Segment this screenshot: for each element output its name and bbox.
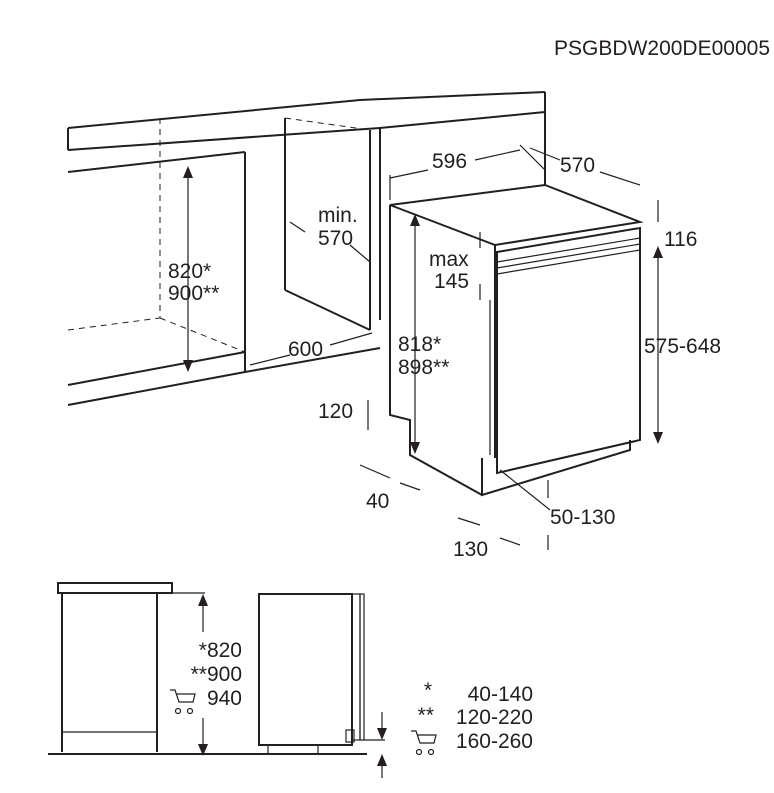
top-gap-label: 116 [664, 228, 697, 251]
side-view-cabinet [48, 582, 367, 756]
depth-label: 570 [560, 154, 595, 177]
door-height-label: 575-648 [644, 335, 721, 358]
side-view-dishwasher [258, 593, 387, 778]
plinth-range-mark-2: ** [418, 704, 434, 727]
product-code: PSGBDW200DE00005 [554, 37, 770, 60]
cabinet-right-panel [284, 117, 381, 331]
plinth-height-label: 120 [318, 400, 353, 423]
appliance-height-label-2: 898** [398, 356, 449, 379]
niche-height-label-2: 900** [168, 282, 219, 305]
door-gap-label: 145 [434, 270, 469, 293]
shopping-cart-icon [411, 730, 437, 756]
niche-depth-label: 570 [318, 227, 353, 250]
appliance-height-label-1: 818* [398, 333, 441, 356]
niche-depth-min-label: min. [318, 204, 358, 227]
plinth-offset-label: 130 [453, 538, 488, 561]
width-label: 596 [432, 150, 467, 173]
dishwasher-body [389, 183, 644, 497]
cabinet-left [67, 118, 381, 406]
side-height-label-3: 940 [207, 687, 242, 710]
plinth-range-2: 120-220 [456, 706, 533, 729]
side-height-label-1: *820 [199, 639, 242, 662]
foot-adjust-label: 50-130 [550, 506, 615, 529]
worktop [67, 91, 546, 185]
side-height-label-2: **900 [191, 663, 242, 686]
dimension-lines [183, 144, 663, 550]
niche-height-label-1: 820* [168, 260, 211, 283]
niche-width-label: 600 [288, 338, 323, 361]
plinth-range-3: 160-260 [456, 730, 533, 753]
plinth-range-mark-1: * [424, 679, 432, 702]
plinth-depth-label: 40 [366, 490, 389, 513]
shopping-cart-icon [170, 689, 196, 715]
plinth-range-1: 40-140 [468, 683, 533, 706]
door-gap-max-label: max [429, 248, 469, 271]
